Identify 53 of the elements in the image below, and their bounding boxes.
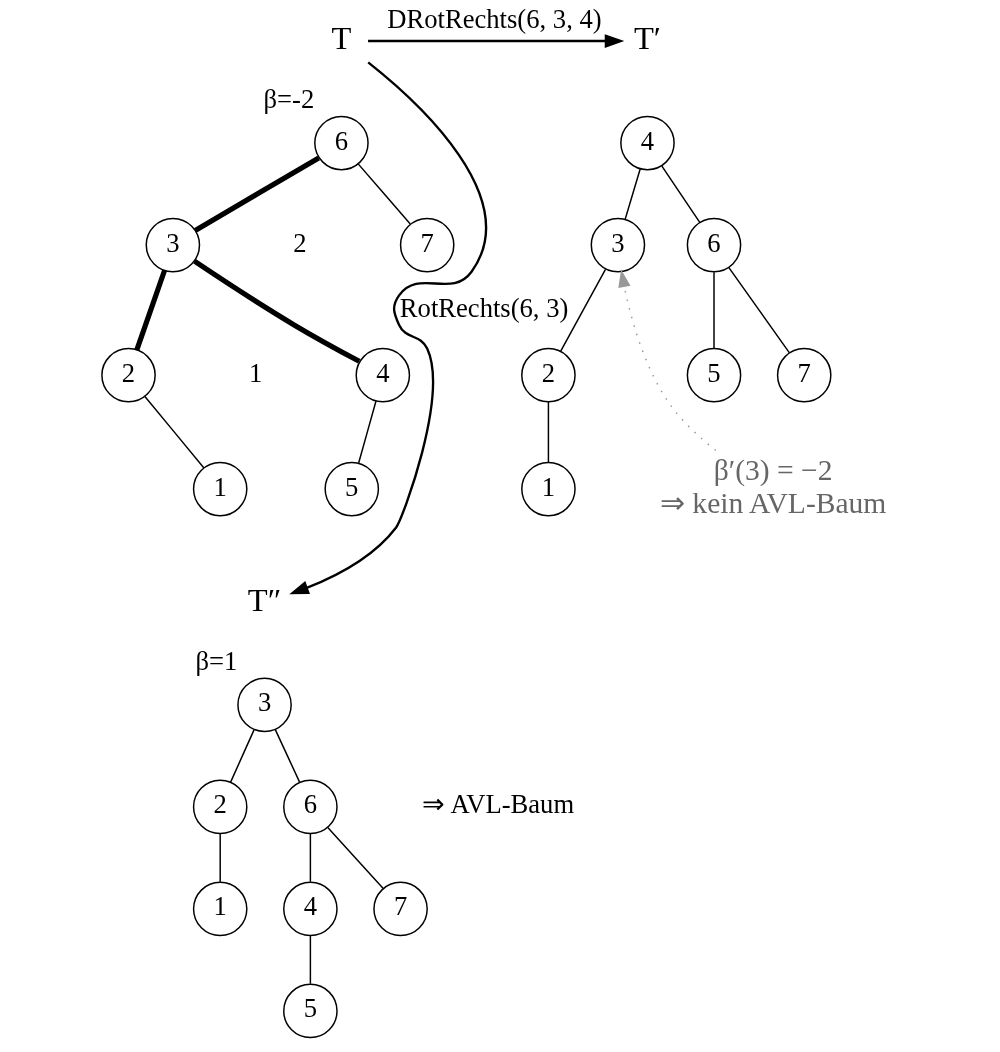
connector: [193, 259, 361, 364]
node-text: T′: [633, 20, 661, 57]
node-circle: 4: [355, 347, 411, 403]
node-text: T: [331, 20, 352, 57]
node-circle: 7: [399, 217, 455, 273]
label: ⇒ AVL-Baum: [422, 789, 575, 820]
edge-label: DRotRechts(6, 3, 4): [387, 4, 602, 35]
node-circle: 5: [324, 461, 380, 517]
node-circle: 2: [101, 347, 156, 403]
node-text: β′(3) = −2 ⇒ kein AVL-Baum: [659, 454, 887, 519]
arrow: [618, 269, 717, 452]
connector: [327, 826, 384, 890]
node-circle: 5: [686, 347, 742, 403]
node-label: β=1: [195, 646, 238, 677]
connector: [713, 271, 715, 350]
connector: [728, 266, 790, 354]
connector: [309, 935, 312, 985]
node-circle: 4: [283, 881, 338, 937]
connector: [624, 168, 641, 221]
connector: [547, 401, 550, 463]
connector: [219, 833, 221, 883]
node-circle: 1: [521, 461, 576, 517]
node-circle: 6: [283, 779, 338, 835]
node-circle: 7: [776, 347, 832, 403]
node-circle: 7: [373, 881, 428, 937]
node-circle: 2: [521, 347, 576, 403]
arrow: [368, 34, 625, 48]
node-text: T″: [247, 582, 282, 619]
node-circle: 3: [237, 677, 292, 733]
node-label: β=-2: [263, 84, 315, 115]
node-circle: 4: [620, 115, 675, 171]
connector: [134, 269, 167, 351]
connector: [274, 728, 301, 783]
connector: [661, 165, 701, 223]
edge-label: RotRechts(6, 3): [399, 292, 569, 323]
connector: [193, 155, 320, 233]
node-circle: 6: [686, 217, 742, 273]
connector: [357, 400, 377, 464]
arrow: [289, 61, 487, 595]
node-circle: 2: [192, 779, 248, 835]
node-circle: 6: [314, 115, 369, 171]
label: 2: [293, 227, 307, 258]
node-circle: 1: [192, 881, 248, 937]
node-circle: 1: [192, 461, 248, 517]
connector: [229, 729, 255, 783]
connector: [560, 268, 607, 352]
label: 1: [249, 357, 263, 388]
node-circle: 5: [283, 983, 338, 1039]
node-circle: 3: [145, 217, 201, 273]
node-circle: 3: [590, 217, 646, 273]
connector: [144, 395, 205, 469]
connector: [357, 163, 411, 225]
connector: [309, 833, 312, 883]
